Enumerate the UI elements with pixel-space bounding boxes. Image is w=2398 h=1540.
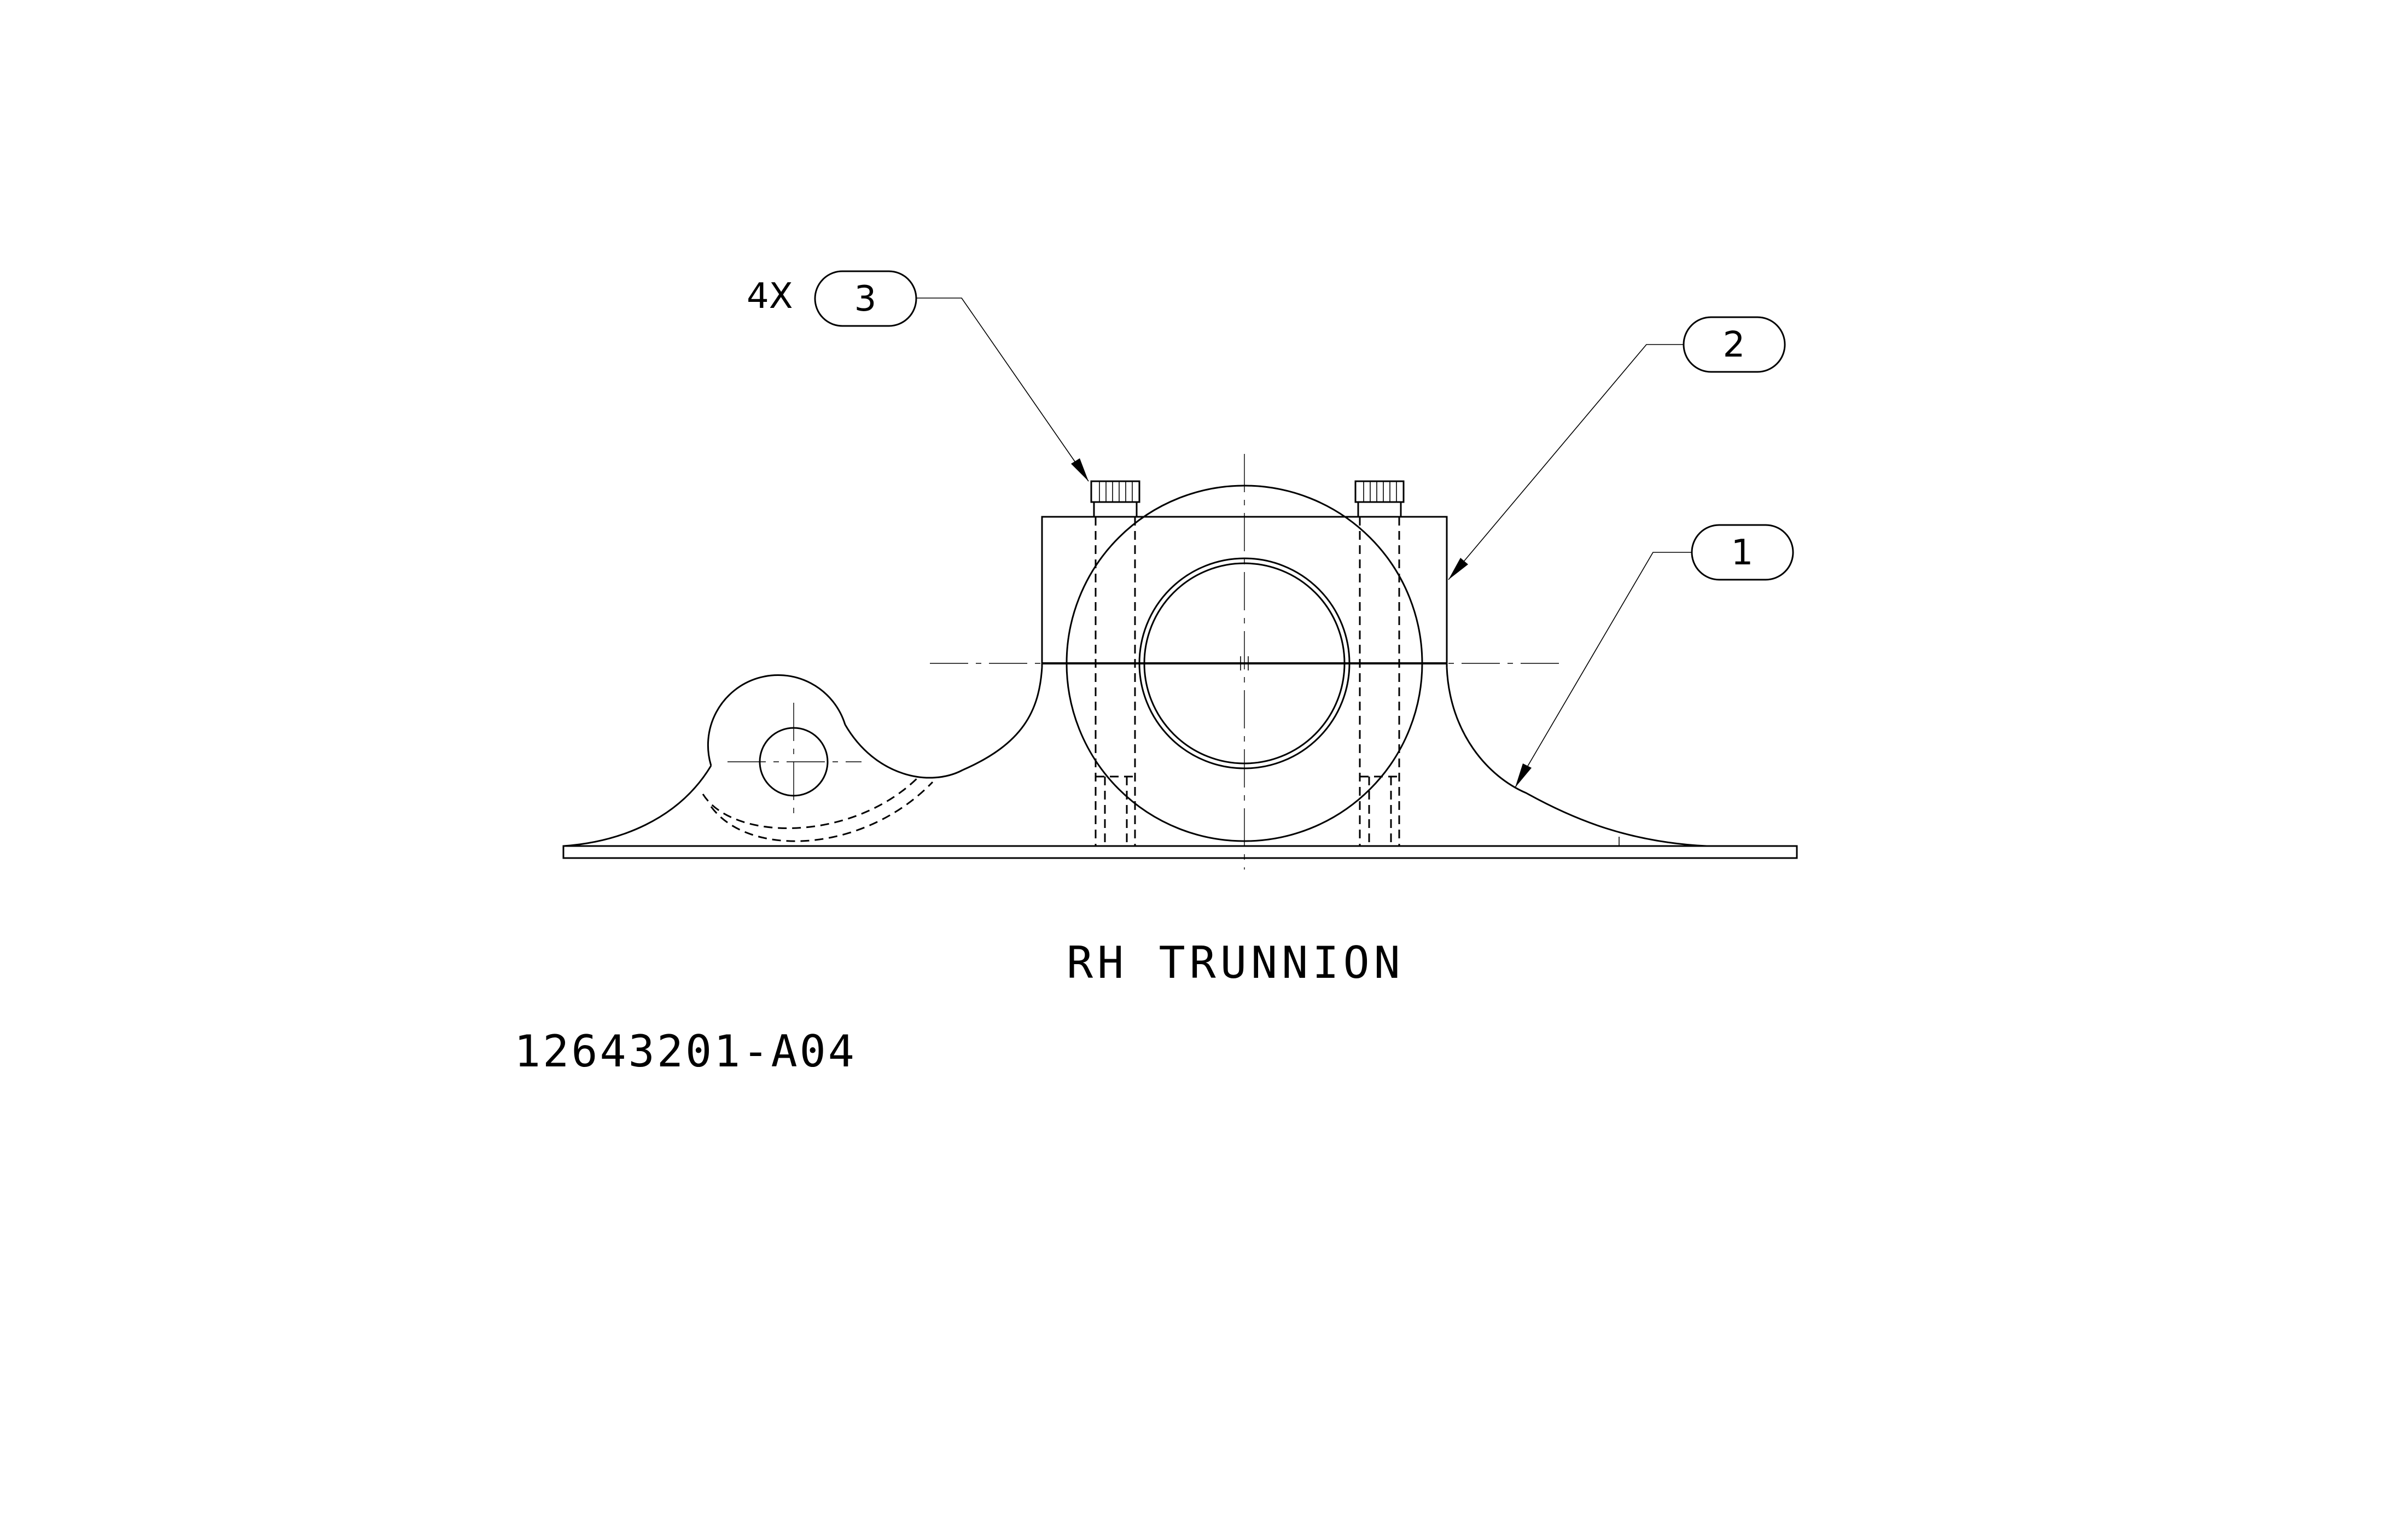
base-plate xyxy=(562,667,1798,859)
view-title: RH TRUNNION xyxy=(1067,937,1405,988)
balloon-item-2: 2 xyxy=(1448,316,1786,580)
bolt-left xyxy=(1090,480,1140,846)
balloon-item-3: 4X 3 xyxy=(747,270,1089,482)
balloon-item-1: 1 xyxy=(1515,524,1794,788)
balloon-number-2: 2 xyxy=(1723,325,1745,365)
bolt-right xyxy=(1354,480,1405,846)
quantity-prefix: 4X xyxy=(747,276,793,317)
lug-hole xyxy=(702,703,934,842)
balloon-number-1: 1 xyxy=(1731,533,1754,573)
balloon-number-3: 3 xyxy=(854,279,877,319)
bore-centerlines xyxy=(930,454,1559,870)
drawing-number: 12643201-A04 xyxy=(514,1026,857,1077)
